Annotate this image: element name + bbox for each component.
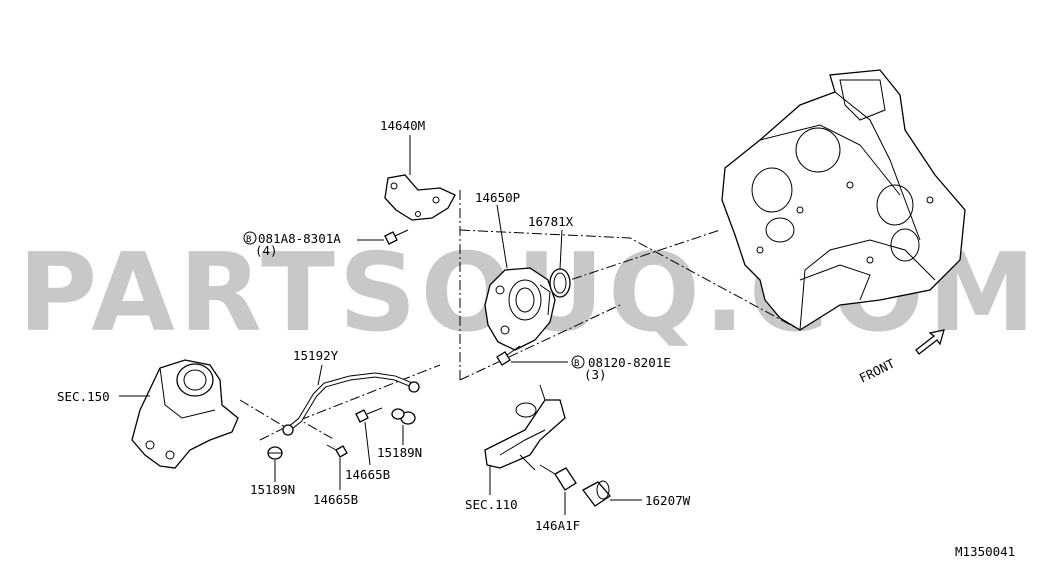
bolt-08120[interactable]: [496, 345, 521, 366]
callout-14665B-right: 14665B: [345, 467, 390, 482]
bolt-marker-08120: B: [571, 355, 585, 369]
housing-14650P[interactable]: [484, 267, 556, 351]
callout-sec150: SEC.150: [57, 389, 110, 404]
callout-081A8-qty: (4): [255, 243, 278, 258]
connector-146A1F[interactable]: [539, 464, 577, 491]
bolt-marker-081A8: B: [243, 231, 257, 245]
callout-14640M: 14640M: [380, 118, 425, 133]
engine-block[interactable]: [721, 69, 966, 331]
gasket-16781X[interactable]: [549, 268, 571, 298]
svg-text:B: B: [574, 359, 579, 369]
oil-filter-sec150[interactable]: [131, 359, 239, 469]
bolt-14665B-left[interactable]: [326, 444, 348, 458]
callout-sec110: SEC.110: [465, 497, 518, 512]
callout-16781X: 16781X: [528, 214, 574, 229]
callout-08120-qty: (3): [584, 367, 607, 382]
callout-15192Y: 15192Y: [293, 348, 339, 363]
callout-16207W: 16207W: [645, 493, 691, 508]
callout-15189N-right: 15189N: [377, 445, 422, 460]
bolt-081A8[interactable]: [384, 229, 409, 245]
callout-146A1F: 146A1F: [535, 518, 580, 533]
callout-08120: 08120-8201E: [588, 355, 671, 370]
clamp-15189N-left[interactable]: [267, 446, 283, 460]
bracket-14640M[interactable]: [384, 174, 456, 221]
cap-16207W[interactable]: [582, 480, 611, 507]
bolt-14665B-right[interactable]: [355, 407, 383, 423]
svg-text:B: B: [246, 235, 251, 245]
callout-14665B-left: 14665B: [313, 492, 358, 507]
block-sec110[interactable]: [484, 384, 566, 471]
hose-15192Y[interactable]: [282, 372, 420, 436]
callout-081A8: 081A8-8301A: [258, 231, 341, 246]
callout-15189N-left: 15189N: [250, 482, 295, 497]
callout-14650P: 14650P: [475, 190, 520, 205]
clamp-15189N-right[interactable]: [391, 408, 416, 425]
diagram-id: M1350041: [955, 544, 1015, 559]
front-label: FRONT: [857, 356, 898, 386]
